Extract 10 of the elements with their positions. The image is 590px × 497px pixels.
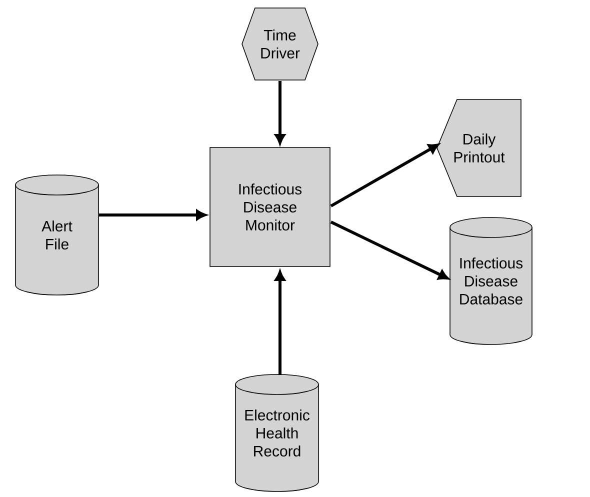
storage-cylinder: Electronic Health Record <box>235 374 319 492</box>
process-box: Infectious Disease Monitor <box>210 147 330 267</box>
arrow <box>330 220 449 280</box>
storage-cylinder: Alert File <box>15 174 99 296</box>
arrow <box>274 270 286 375</box>
storage-cylinder: Infectious Disease Database <box>450 217 532 345</box>
arrow <box>274 81 286 144</box>
arrow <box>330 144 439 208</box>
process-hexagon: Time Driver <box>242 8 318 80</box>
arrow <box>99 210 206 220</box>
